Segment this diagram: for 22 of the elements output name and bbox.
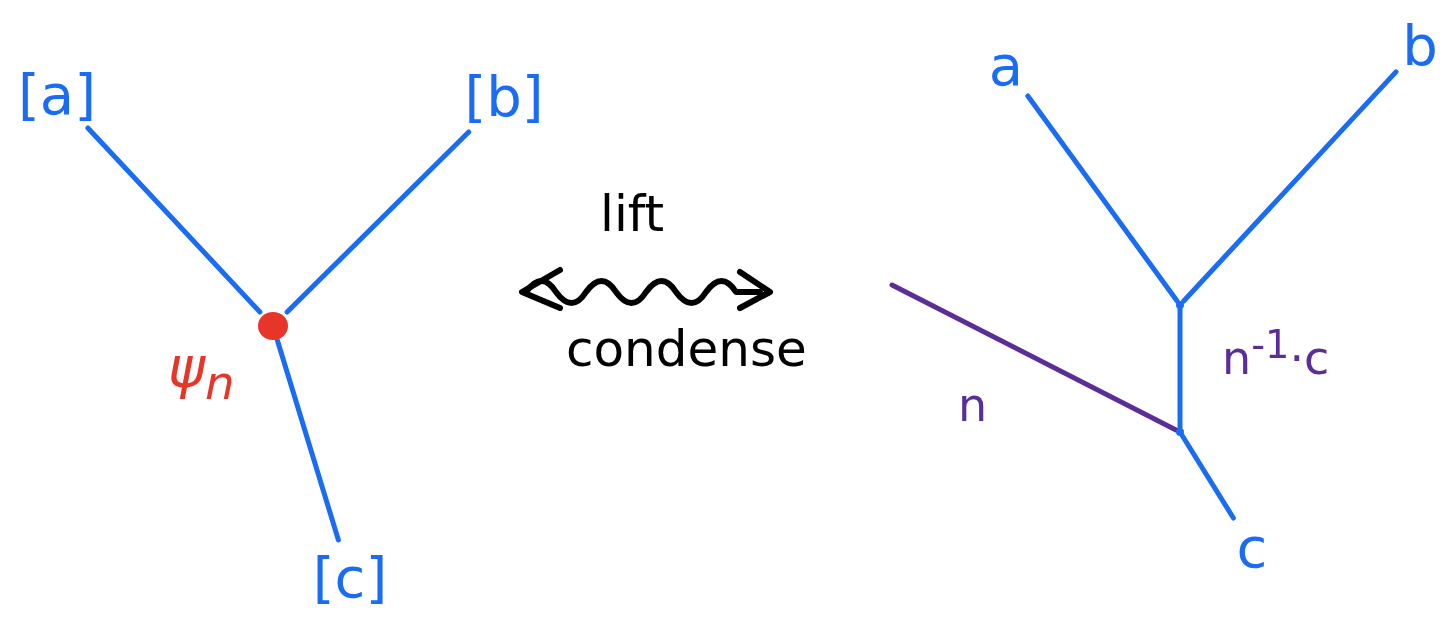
vertex-label: ψ$_{n}$	[168, 335, 235, 411]
connector-line	[85, 125, 263, 315]
arrow-caption: condense	[566, 320, 807, 378]
connector-line	[889, 282, 1179, 433]
node-label: [b]	[456, 62, 552, 132]
node-label: b	[1396, 14, 1444, 78]
junction-point	[1176, 428, 1184, 436]
node-label: a	[978, 36, 1034, 96]
connector-line	[274, 337, 341, 543]
connector-line	[1181, 69, 1399, 304]
arrow-caption: lift	[600, 185, 665, 243]
connector-line	[284, 129, 472, 315]
vertex-dot	[258, 312, 288, 340]
connector-line	[1025, 93, 1180, 304]
node-label: c	[1224, 518, 1280, 578]
connector-line	[1180, 433, 1236, 521]
node-label: [a]	[12, 62, 102, 128]
connector-line	[1177, 306, 1183, 431]
node-label: [c]	[298, 540, 402, 616]
edge-label: n$^{-1}$·c	[1222, 322, 1330, 386]
edge-label: n	[958, 378, 988, 432]
junction-point	[1176, 301, 1184, 309]
